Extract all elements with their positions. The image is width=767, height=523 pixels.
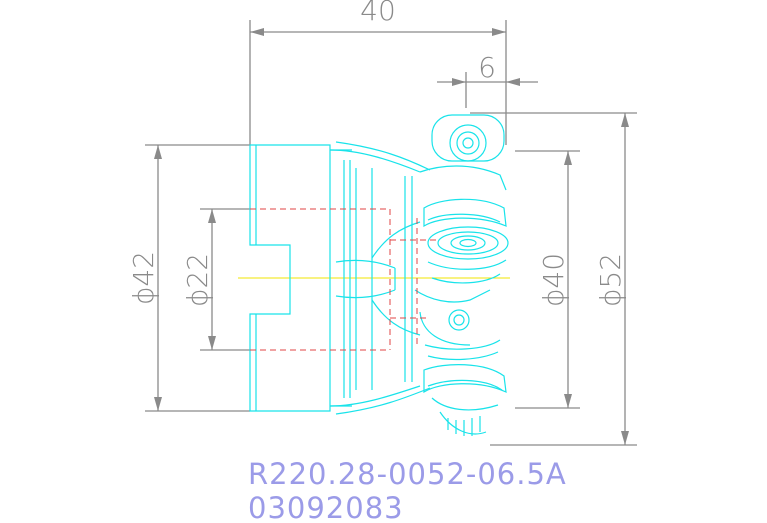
dimension-text-body-diameter: ϕ42 [127,251,160,305]
insert-top [419,114,507,191]
hidden-lines [250,208,440,351]
dimension-overall-length: 40 [249,0,507,145]
part-item-number: 03092083 [248,491,404,523]
dimension-text-length: 40 [360,0,396,27]
cutter-body [249,141,431,415]
dimension-text-bore-diameter: ϕ22 [181,253,214,307]
part-designation: R220.28-0052-06.5A [248,457,567,491]
dimension-inner-cutting-diameter: ϕ40 [515,150,580,409]
insert-middle [414,289,501,361]
dimension-bore-diameter: ϕ22 [181,208,250,351]
dimension-text-inner-cutting-diameter: ϕ40 [537,253,570,307]
insert-upper [423,198,509,284]
dimension-cutting-diameter: ϕ52 [470,112,637,446]
insert-bottom [423,364,507,436]
dimension-insert-offset: 6 [437,51,538,108]
dimension-body-diameter: ϕ42 [127,144,250,412]
dimension-text-cutting-diameter: ϕ52 [594,253,627,307]
dimension-text-offset: 6 [478,51,496,84]
